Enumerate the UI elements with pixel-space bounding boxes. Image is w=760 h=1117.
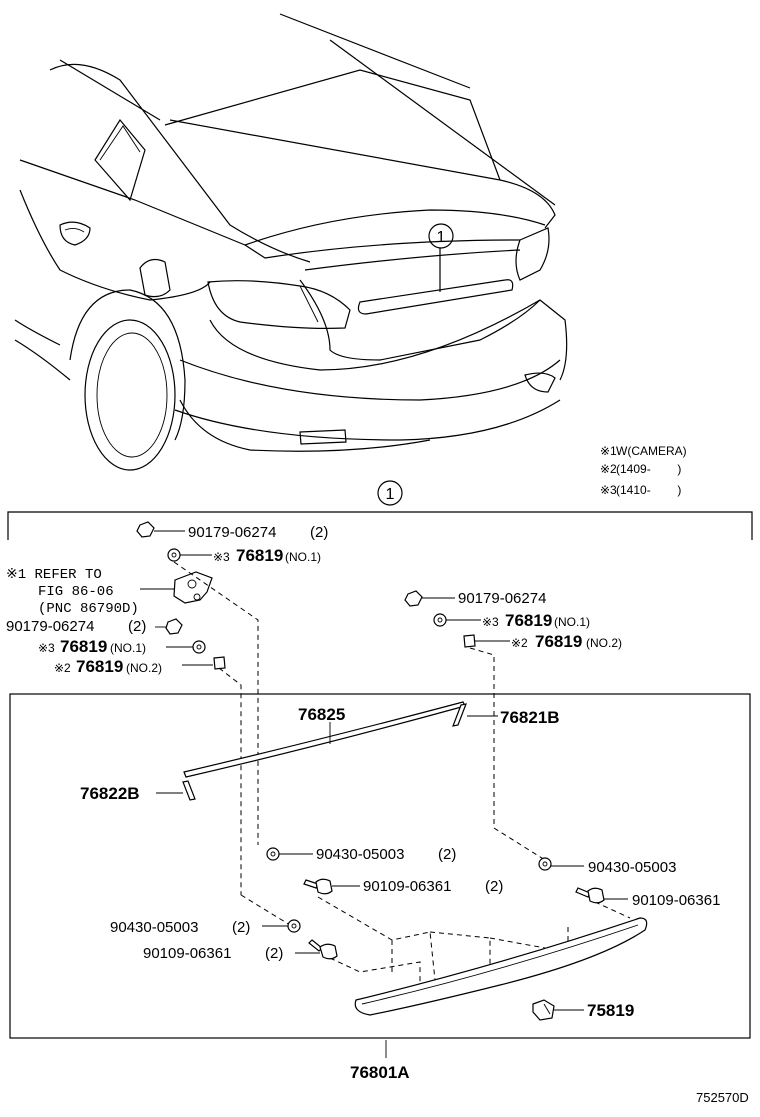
top-center-fasteners: 90179-06274 (2) ※3 76819 (NO.1): [136, 521, 328, 565]
part-90430-mid-qty: (2): [438, 846, 456, 863]
left-side-group: ※1 REFER TO FIG 86-06 (PNC 86790D) 90179…: [6, 567, 226, 676]
clip-icon: [167, 548, 181, 562]
part-76819-right2-mark: ※2: [511, 636, 528, 650]
refer-line-1: ※1 REFER TO: [6, 567, 102, 583]
bolt-icon: [575, 887, 591, 898]
nut-icon: [136, 521, 155, 538]
part-90109-mid-qty: (2): [485, 878, 503, 895]
part-90109-left-qty: (2): [265, 945, 283, 962]
part-90179-left-qty: (2): [128, 618, 146, 635]
part-76821B-group: 76821B: [452, 703, 560, 727]
clip-icon: [192, 640, 206, 654]
refer-line-3: (PNC 86790D): [38, 601, 139, 617]
note-1-text: W(CAMERA): [616, 444, 687, 458]
part-76819-right1-sub: (NO.1): [554, 615, 590, 629]
clip-icon: [463, 634, 476, 648]
part-76819-left2-mark: ※2: [54, 661, 71, 675]
part-76819-top: 76819: [236, 546, 283, 565]
part-76819-left1-sub: (NO.1): [110, 641, 146, 655]
clip-icon: [213, 656, 226, 670]
note-3-text: (1410- ): [616, 483, 681, 497]
right-side-group: 90179-06274 ※3 76819 (NO.1) ※2 76819 (NO…: [404, 590, 622, 651]
part-90430-right: 90430-05003: [588, 859, 676, 876]
part-75819: 75819: [587, 1001, 634, 1020]
note-3-mark: ※3: [600, 483, 617, 497]
part-76819-left1-mark: ※3: [38, 641, 55, 655]
part-90179-right: 90179-06274: [458, 590, 546, 607]
note-2-text: (1409- ): [616, 462, 681, 476]
part-76819-right1: 76819: [505, 611, 552, 630]
note-2-mark: ※2: [600, 462, 617, 476]
moulding-76825: 76825: [183, 701, 466, 778]
notes-legend: ※1 W(CAMERA) ※2 (1409- ) ※3 (1410- ): [600, 444, 687, 497]
part-90109-right: 90109-06361: [632, 892, 720, 909]
part-76801A: 76801A: [350, 1063, 410, 1082]
part-76819-left2-sub: (NO.2): [126, 661, 162, 675]
bolt-icon: [308, 939, 323, 952]
washer-icon: [538, 857, 552, 871]
assembly-callout-number: 1: [386, 486, 395, 503]
part-90430-left: 90430-05003: [110, 919, 198, 936]
note-1-mark: ※1: [600, 444, 617, 458]
left-fasteners: 90430-05003 (2) 90109-06361 (2): [110, 919, 338, 962]
refer-line-2: FIG 86-06: [38, 584, 114, 600]
figure-id: 752570D: [696, 1090, 749, 1105]
part-76821B: 76821B: [500, 708, 560, 727]
assembly-box: [9, 693, 751, 1039]
washer-icon: [287, 919, 301, 933]
part-76822B-group: 76822B: [80, 780, 196, 803]
right-fasteners: 90430-05003 90109-06361: [538, 857, 720, 909]
part-90179-top: 90179-06274: [188, 524, 276, 541]
part-90109-left: 90109-06361: [143, 945, 231, 962]
part-76822B: 76822B: [80, 784, 140, 803]
bolt-icon: [303, 879, 319, 889]
clip-icon: [532, 999, 555, 1021]
part-76819-top-mark: ※3: [213, 550, 230, 564]
part-90179-left: 90179-06274: [6, 618, 94, 635]
car-rear-illustration: [14, 13, 568, 471]
part-76819-top-sub: (NO.1): [285, 550, 321, 564]
garnish-76801A: 76801A: [350, 917, 648, 1082]
callout-circle-car: 1: [428, 223, 454, 249]
part-90430-left-qty: (2): [232, 919, 250, 936]
part-76825: 76825: [298, 705, 345, 724]
part-90430-mid: 90430-05003: [316, 846, 404, 863]
clip-icon: [433, 613, 447, 627]
part-76819-left2: 76819: [76, 657, 123, 676]
part-76819-right2: 76819: [535, 632, 582, 651]
callout-circle-assembly: 1: [7, 480, 753, 540]
part-76819-left1: 76819: [60, 637, 107, 656]
part-90109-mid: 90109-06361: [363, 878, 451, 895]
part-76819-right1-mark: ※3: [482, 615, 499, 629]
nut-icon: [165, 618, 183, 635]
part-75819-group: 75819: [532, 999, 634, 1021]
part-76819-right2-sub: (NO.2): [586, 636, 622, 650]
part-90179-top-qty: (2): [310, 524, 328, 541]
washer-icon: [266, 847, 280, 861]
assembly-guide-lines: [173, 561, 631, 990]
middle-fasteners: 90430-05003 (2) 90109-06361 (2): [266, 846, 503, 895]
nut-icon: [404, 590, 423, 607]
callout-number: 1: [437, 229, 446, 246]
